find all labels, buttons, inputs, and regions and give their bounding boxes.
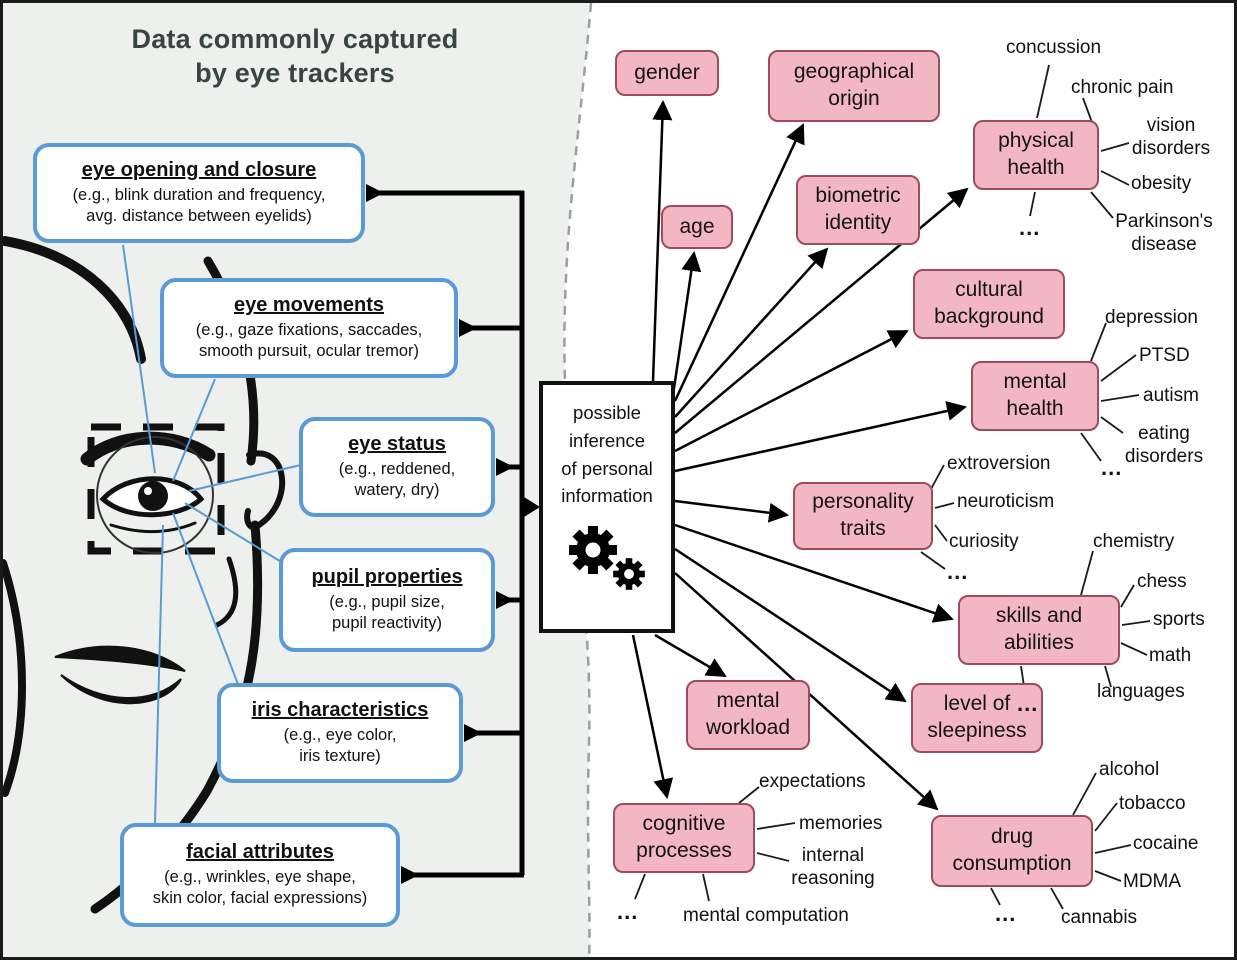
eye-target-frame bbox=[87, 423, 225, 555]
inference-arrows bbox=[631, 100, 969, 811]
left-panel-background bbox=[3, 3, 591, 957]
leaf-lines bbox=[634, 64, 1151, 910]
diagram-graphics bbox=[3, 3, 1151, 957]
capture-trunk-triangles bbox=[366, 184, 540, 884]
capture-link-lines bbox=[122, 244, 302, 824]
